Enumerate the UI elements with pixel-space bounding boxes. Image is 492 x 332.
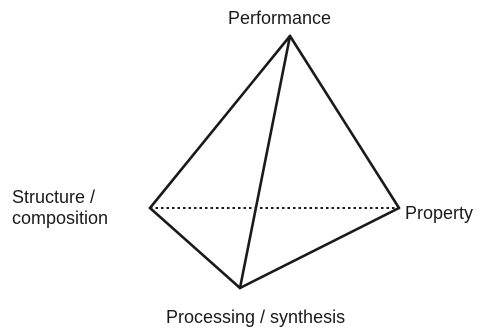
edge-performance-property <box>288 34 401 210</box>
vertex-label-processing-synthesis: Processing / synthesis <box>166 307 346 327</box>
edge-property-processing <box>238 206 401 290</box>
vertex-label-structure-line-2: composition <box>12 208 109 228</box>
edge-structure-processing <box>148 206 242 290</box>
edge-performance-structure <box>148 34 292 210</box>
vertex-label-performance: Performance <box>228 8 332 28</box>
edge-performance-processing <box>238 34 292 290</box>
vertex-label-structure-line-1: Structure / <box>12 187 96 207</box>
vertex-label-structure-composition: Structure / composition <box>12 187 108 229</box>
vertex-label-property: Property <box>405 203 474 223</box>
